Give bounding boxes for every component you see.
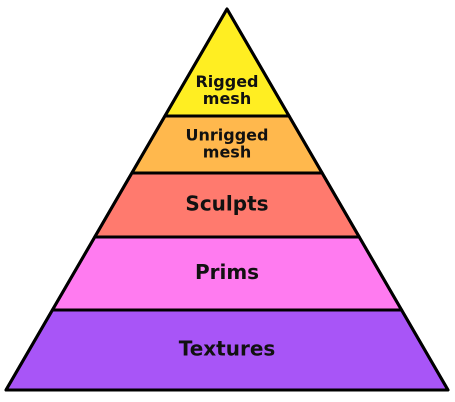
- tier-label-rigged-mesh-line-2: mesh: [203, 89, 251, 108]
- tier-label-unrigged-mesh-line-1: Unrigged: [186, 126, 269, 145]
- tier-label-textures-line-1: Textures: [179, 337, 276, 361]
- tier-label-rigged-mesh-line-1: Rigged: [195, 72, 258, 91]
- tier-label-sculpts-line-1: Sculpts: [185, 192, 268, 216]
- pyramid-labels: RiggedmeshUnriggedmeshSculptsPrimsTextur…: [179, 72, 276, 361]
- tier-label-prims-line-1: Prims: [195, 260, 259, 284]
- pyramid-outline: [4, 7, 450, 392]
- tier-label-unrigged-mesh-line-2: mesh: [203, 143, 251, 162]
